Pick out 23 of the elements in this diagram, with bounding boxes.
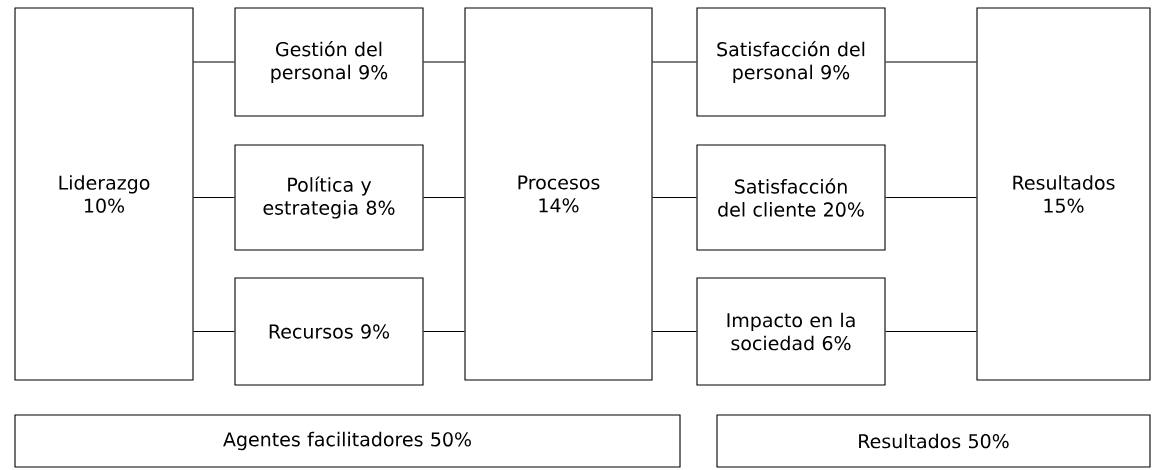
connector-line [652,196,697,199]
process-box: Recursos 9% [234,277,424,386]
group-box: Resultados 50% [716,414,1151,468]
connector-line [652,61,697,63]
connector-line [423,196,465,199]
connector-line [423,330,465,333]
connector-line [652,330,697,333]
connector-line [885,330,977,333]
connector-line [423,61,465,63]
process-box: Impacto en la sociedad 6% [696,277,886,386]
process-box: Satisfacción del cliente 20% [696,144,886,251]
connector-line [193,61,235,63]
group-box: Agentes facilitadores 50% [14,414,681,468]
process-box: Gestión del personal 9% [234,7,424,117]
process-box: Satisfacción del personal 9% [696,7,886,117]
process-box: Resultados 15% [976,7,1151,381]
process-box: Liderazgo 10% [14,7,194,381]
connector-line [193,196,235,199]
process-box: Procesos 14% [464,7,653,381]
process-box: Política y estrategia 8% [234,144,424,251]
connector-line [885,196,977,199]
connector-line [193,330,235,333]
connector-line [885,61,977,63]
